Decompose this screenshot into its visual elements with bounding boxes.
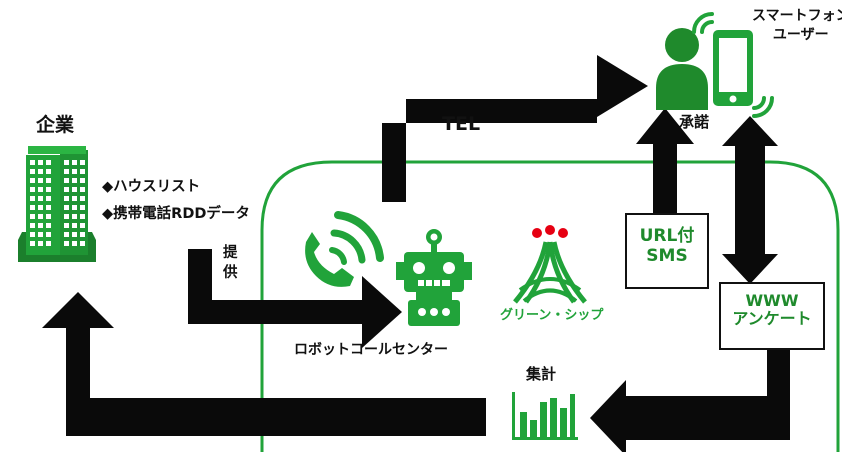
building-window: [80, 205, 85, 210]
building-window: [80, 232, 85, 237]
building-window: [72, 214, 77, 219]
building-window: [64, 232, 69, 237]
building-window: [64, 241, 69, 246]
building-window: [30, 187, 35, 192]
building-window: [46, 169, 51, 174]
building-window: [38, 223, 43, 228]
building-window: [80, 241, 85, 246]
building-window: [46, 205, 51, 210]
building-window: [80, 169, 85, 174]
building-window: [30, 205, 35, 210]
building-window: [72, 241, 77, 246]
building-window: [64, 223, 69, 228]
bar-chart-icon: [512, 392, 578, 440]
building-window: [46, 160, 51, 165]
building-window: [46, 196, 51, 201]
building-window: [30, 196, 35, 201]
building-window: [30, 178, 35, 183]
building-window: [38, 205, 43, 210]
building-window: [46, 223, 51, 228]
building-window: [64, 169, 69, 174]
building-window: [30, 232, 35, 237]
return-arrow: [42, 292, 486, 436]
building-window: [30, 160, 35, 165]
building-window: [38, 214, 43, 219]
tel-label: TEL: [442, 113, 481, 135]
building-window: [64, 160, 69, 165]
building-window: [30, 241, 35, 246]
tally-arrow: [590, 344, 790, 452]
building-window: [46, 232, 51, 237]
url-sms-box: URL付 SMS: [625, 213, 709, 289]
building-window: [72, 196, 77, 201]
provide-label: 提 供: [223, 245, 238, 281]
robot-icon: [396, 229, 472, 326]
building-window: [46, 178, 51, 183]
building-window: [38, 196, 43, 201]
building-window: [38, 160, 43, 165]
building-window: [80, 196, 85, 201]
building-window: [72, 187, 77, 192]
person-icon: [656, 28, 708, 110]
building-window: [72, 232, 77, 237]
building-window: [30, 214, 35, 219]
building-window: [30, 169, 35, 174]
company-title: 企業: [36, 114, 75, 136]
tally-label: 集計: [526, 365, 557, 383]
building-window: [38, 187, 43, 192]
building-window: [64, 196, 69, 201]
www-survey-line-1: WWW: [745, 291, 799, 310]
building-window: [64, 178, 69, 183]
www-survey-line-2: アンケート: [732, 309, 812, 329]
building-window: [38, 169, 43, 174]
building-window: [64, 205, 69, 210]
arrows: [42, 55, 790, 452]
building-window: [46, 214, 51, 219]
building-window: [64, 214, 69, 219]
building-window: [38, 232, 43, 237]
building-window: [72, 169, 77, 174]
www-survey-box: WWW アンケート: [719, 282, 825, 350]
tel-arrow: [382, 55, 648, 202]
building-window: [46, 241, 51, 246]
building-window: [38, 178, 43, 183]
brand-logo: [513, 225, 587, 304]
call-center-label: ロボットコールセンター: [294, 342, 448, 358]
building-window: [64, 187, 69, 192]
robot-call-center-frame: [260, 160, 840, 452]
building-window: [72, 178, 77, 183]
house-list-bullet: ◆ハウスリスト: [102, 179, 201, 195]
building-window: [80, 214, 85, 219]
sms-arrow: [636, 108, 694, 213]
building-window: [80, 223, 85, 228]
building-window: [46, 187, 51, 192]
rdd-data-bullet: ◆携帯電話RDDデータ: [102, 206, 250, 222]
url-sms-line-1: URL付: [639, 226, 695, 246]
building-window: [80, 160, 85, 165]
building-window: [38, 241, 43, 246]
building-window: [80, 178, 85, 183]
www-arrow: [722, 116, 778, 284]
consent-label: 承諾: [679, 113, 710, 131]
provide-arrow: [188, 249, 402, 348]
smartphone-icon: [692, 12, 774, 118]
url-sms-line-2: SMS: [646, 245, 688, 266]
building-window: [72, 223, 77, 228]
building-window: [72, 160, 77, 165]
building-window: [30, 223, 35, 228]
building-window: [80, 187, 85, 192]
building-window: [72, 205, 77, 210]
office-building-icon: [18, 146, 96, 262]
phone-ringing-icon: [305, 211, 384, 287]
brand-name: グリーン・シップ: [500, 308, 604, 323]
user-label: スマートフォン ユーザー: [752, 8, 842, 43]
